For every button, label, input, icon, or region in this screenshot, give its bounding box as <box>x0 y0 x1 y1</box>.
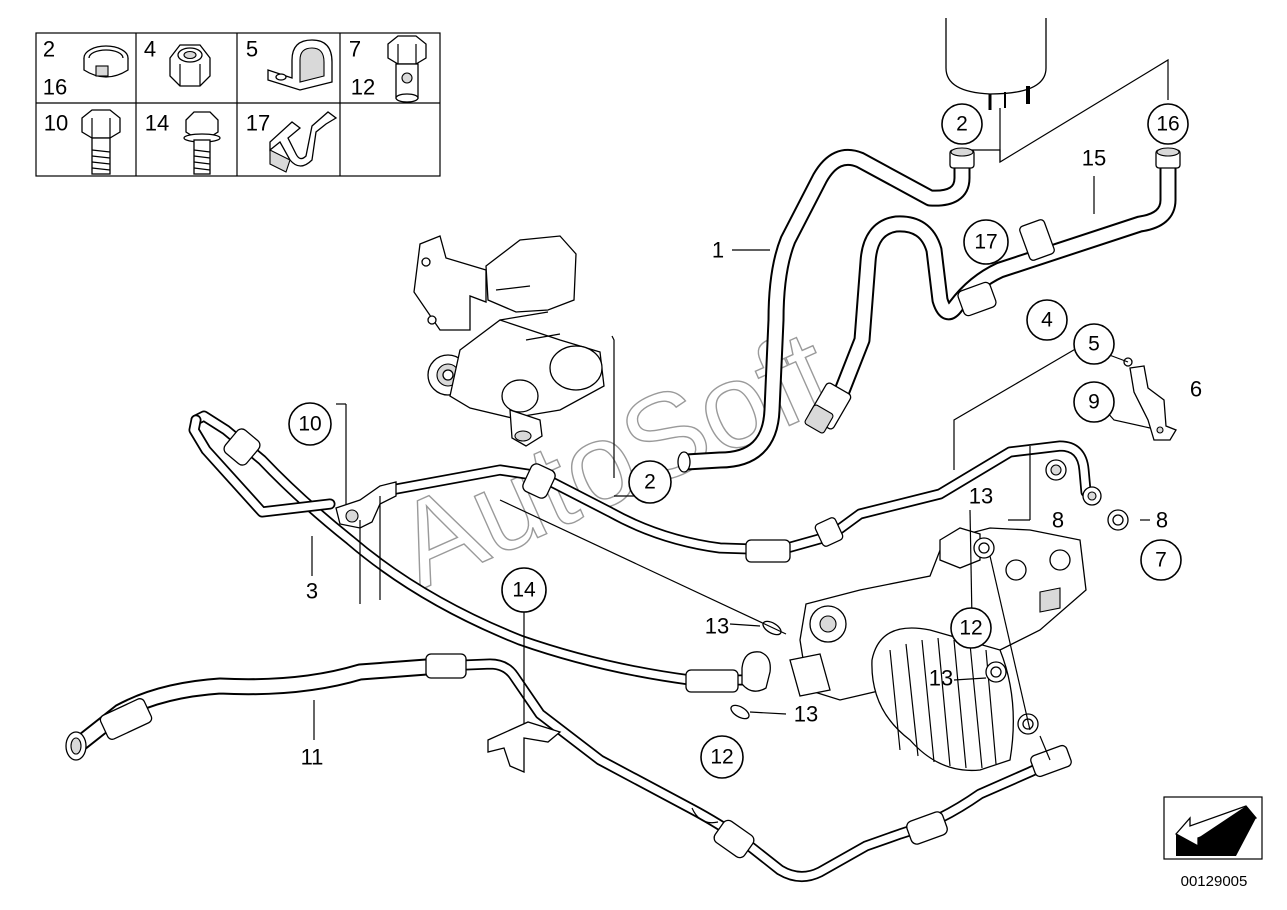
callout-12-right: 12 <box>950 607 992 649</box>
callout-2-mid: 2 <box>628 460 672 504</box>
banjo-bolt-icon <box>387 35 427 103</box>
document-number: 00129005 <box>1181 873 1248 890</box>
legend-label-5: 5 <box>246 37 258 62</box>
return-hose-15 <box>804 147 1181 434</box>
label-15: 15 <box>1082 146 1106 171</box>
legend-label-7: 7 <box>349 37 361 62</box>
hex-nut-icon <box>169 44 211 87</box>
label-3: 3 <box>306 579 318 604</box>
bracket-6 <box>1095 349 1177 441</box>
legend-label-4: 4 <box>144 37 156 62</box>
callout-9-text: 9 <box>1088 391 1100 414</box>
callout-12-bottom: 12 <box>700 735 744 779</box>
callout-4: 4 <box>1026 299 1068 341</box>
callout-4-text: 4 <box>1041 309 1053 332</box>
legend-label-12: 12 <box>351 75 375 100</box>
callout-17-text: 17 <box>974 231 997 254</box>
fluid-reservoir <box>945 18 1047 110</box>
label-11: 11 <box>301 745 324 770</box>
label-8-a: 8 <box>1052 508 1064 533</box>
callout-2-top-text: 2 <box>956 113 968 136</box>
orientation-arrow-box <box>1163 796 1263 860</box>
flange-bolt-icon <box>183 111 221 175</box>
legend-label-2: 2 <box>43 37 55 62</box>
callout-12-right-text: 12 <box>959 617 982 640</box>
reservoir-leaders <box>962 58 1169 164</box>
label-8-b: 8 <box>1156 508 1168 533</box>
callout-5-text: 5 <box>1088 333 1100 356</box>
label-13-b: 13 <box>705 614 729 639</box>
legend-label-14: 14 <box>145 111 169 136</box>
callout-2-mid-text: 2 <box>644 471 656 494</box>
pressure-hose-3 <box>188 410 756 693</box>
steering-gear <box>789 527 1087 772</box>
callout-16-text: 16 <box>1156 113 1179 136</box>
callout-14-text: 14 <box>512 579 536 602</box>
callout-10-text: 10 <box>298 413 321 436</box>
callout-16: 16 <box>1147 103 1189 145</box>
callout-9: 9 <box>1073 381 1115 423</box>
pressure-line <box>374 440 1102 563</box>
legend-label-17: 17 <box>246 111 270 136</box>
right-leaders <box>953 343 1150 521</box>
cable-clip-icon <box>267 39 333 91</box>
mount-bracket <box>487 604 562 773</box>
callout-17: 17 <box>963 219 1009 265</box>
legend-label-10: 10 <box>44 111 68 136</box>
return-line-11 <box>65 653 1072 882</box>
legend-label-16: 16 <box>43 75 67 100</box>
pipe-bracket <box>335 403 397 604</box>
label-13-a: 13 <box>969 484 993 509</box>
pump-leader <box>611 335 615 478</box>
parts-legend-table: 2 16 4 5 7 12 <box>35 32 441 177</box>
label-1: 1 <box>712 238 724 263</box>
suction-hose-1 <box>677 147 975 473</box>
seal-area <box>499 499 787 720</box>
callout-10: 10 <box>288 402 332 446</box>
label-13-c: 13 <box>929 666 953 691</box>
label-13-d: 13 <box>794 702 818 727</box>
hex-bolt-icon <box>81 109 121 175</box>
hose-clamp-icon <box>83 45 129 78</box>
callout-2-top: 2 <box>941 103 983 145</box>
callout-14: 14 <box>501 567 547 613</box>
sealing-rings <box>953 446 1129 761</box>
callout-7-text: 7 <box>1155 549 1167 572</box>
callout-7: 7 <box>1140 539 1182 581</box>
label-6: 6 <box>1190 377 1202 402</box>
callout-5: 5 <box>1073 323 1115 365</box>
power-steering-pump <box>413 235 605 447</box>
callout-12-bottom-text: 12 <box>710 746 733 769</box>
plain-labels: 1 15 6 3 11 13 8 8 13 13 13 <box>301 146 1203 770</box>
hose-holder-icon <box>269 111 338 173</box>
